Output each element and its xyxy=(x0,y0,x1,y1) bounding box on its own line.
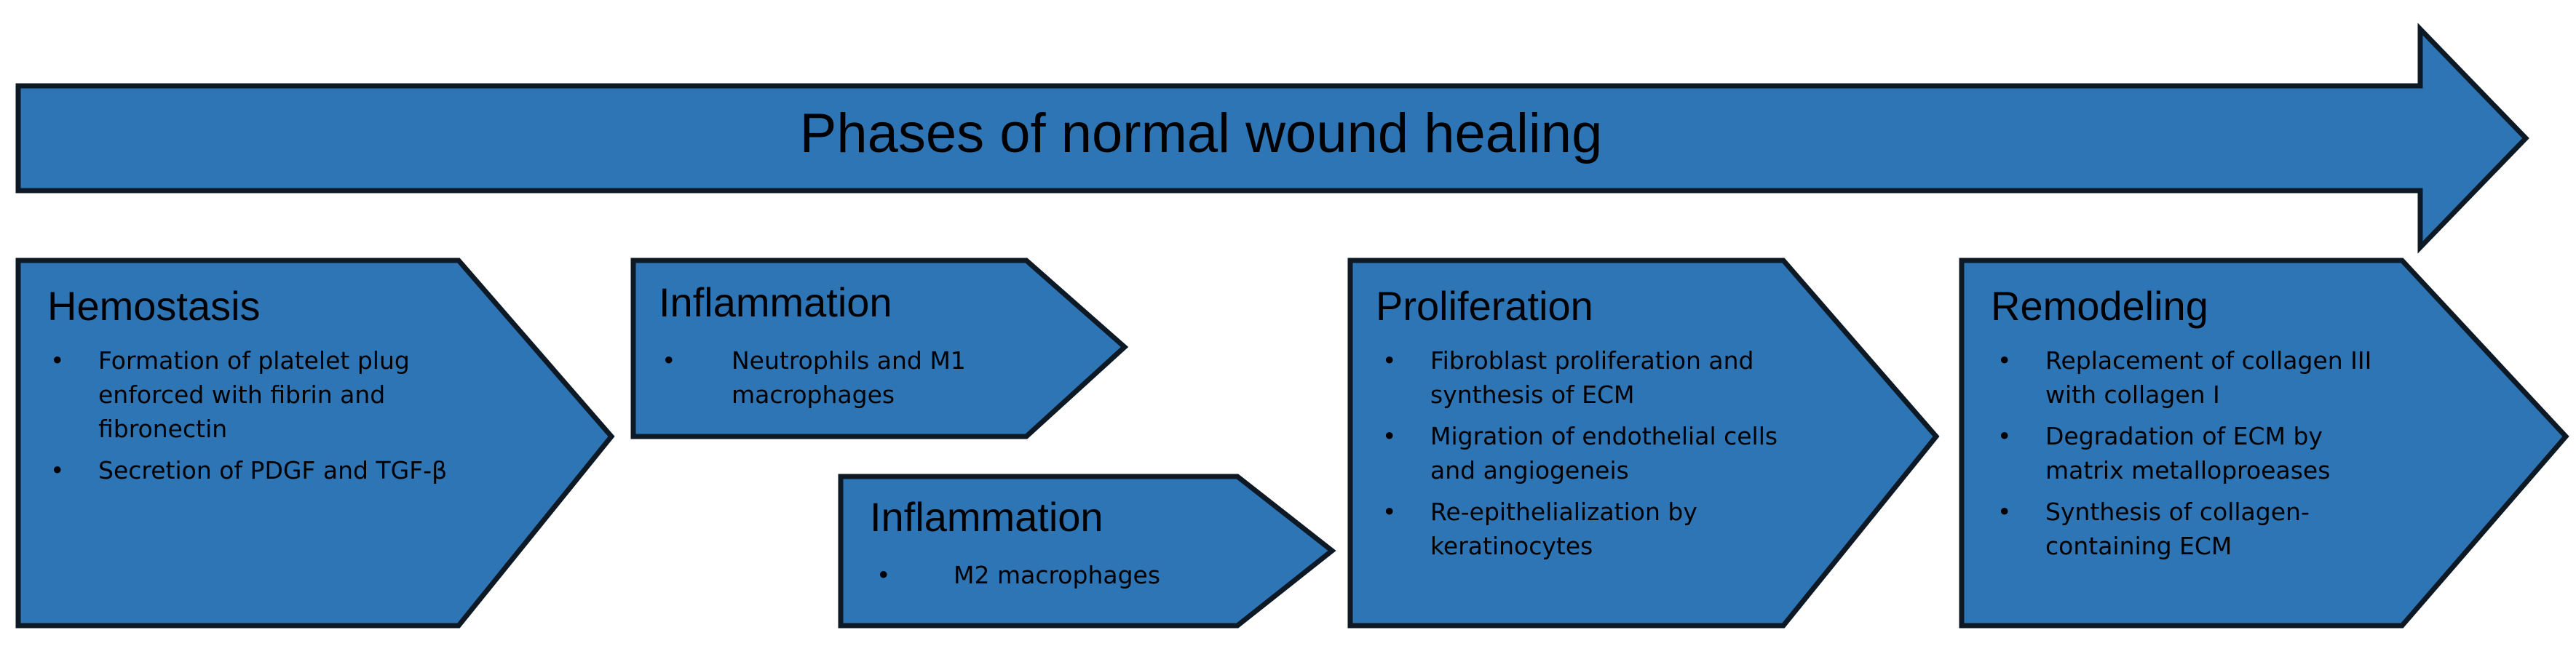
phase-title-proliferation: Proliferation xyxy=(1376,283,1593,329)
inflammation-m2-arrow-shape xyxy=(838,474,1336,629)
list-item: •Replacement of collagen III with collag… xyxy=(1994,343,2402,412)
list-item: •Synthesis of collagen-containing ECM xyxy=(1994,495,2402,563)
proliferation-list: •Fibroblast proliferation and synthesis … xyxy=(1379,343,1787,570)
list-item: •Fibroblast proliferation and synthesis … xyxy=(1379,343,1787,412)
main-arrow-title: Phases of normal wound healing xyxy=(799,103,1603,164)
inflammation-m1-arrow-shape xyxy=(630,258,1129,439)
hemostasis-list: •Formation of platelet plug enforced wit… xyxy=(47,343,513,495)
bullet-icon: • xyxy=(1382,346,1397,375)
list-item: •M2 macrophages xyxy=(873,558,1281,592)
proliferation-arrow-shape xyxy=(1347,258,1940,629)
list-item: •Re-epithelialization by keratinocytes xyxy=(1379,495,1787,563)
inflammation-m1-list: •Neutrophils and M1 macrophages xyxy=(659,343,1030,419)
bullet-icon: • xyxy=(50,456,65,484)
inflammation-m2-list: •M2 macrophages xyxy=(873,558,1281,599)
bullet-icon: • xyxy=(662,346,676,375)
bullet-icon: • xyxy=(876,561,891,589)
bullet-icon: • xyxy=(1382,498,1397,526)
phase-title-inflammation-m2: Inflammation xyxy=(870,494,1103,540)
list-item: •Degradation of ECM by matrix metallopro… xyxy=(1994,419,2402,487)
bullet-icon: • xyxy=(50,346,65,375)
bullet-icon: • xyxy=(1997,422,2012,450)
phase-title-remodeling: Remodeling xyxy=(1991,283,2208,329)
list-item: •Migration of endothelial cells and angi… xyxy=(1379,419,1787,487)
bullet-icon: • xyxy=(1997,346,2012,375)
hemostasis-arrow-shape xyxy=(15,258,615,629)
list-item: •Secretion of PDGF and TGF-β xyxy=(47,453,513,487)
list-item: •Formation of platelet plug enforced wit… xyxy=(47,343,513,446)
remodeling-arrow-shape xyxy=(1959,258,2569,629)
phase-title-inflammation-m1: Inflammation xyxy=(659,279,892,325)
bullet-icon: • xyxy=(1997,498,2012,526)
list-item: •Neutrophils and M1 macrophages xyxy=(659,343,1030,412)
bullet-icon: • xyxy=(1382,422,1397,450)
main-timeline-arrow xyxy=(15,23,2529,254)
phase-title-hemostasis: Hemostasis xyxy=(47,283,261,329)
remodeling-list: •Replacement of collagen III with collag… xyxy=(1994,343,2402,570)
